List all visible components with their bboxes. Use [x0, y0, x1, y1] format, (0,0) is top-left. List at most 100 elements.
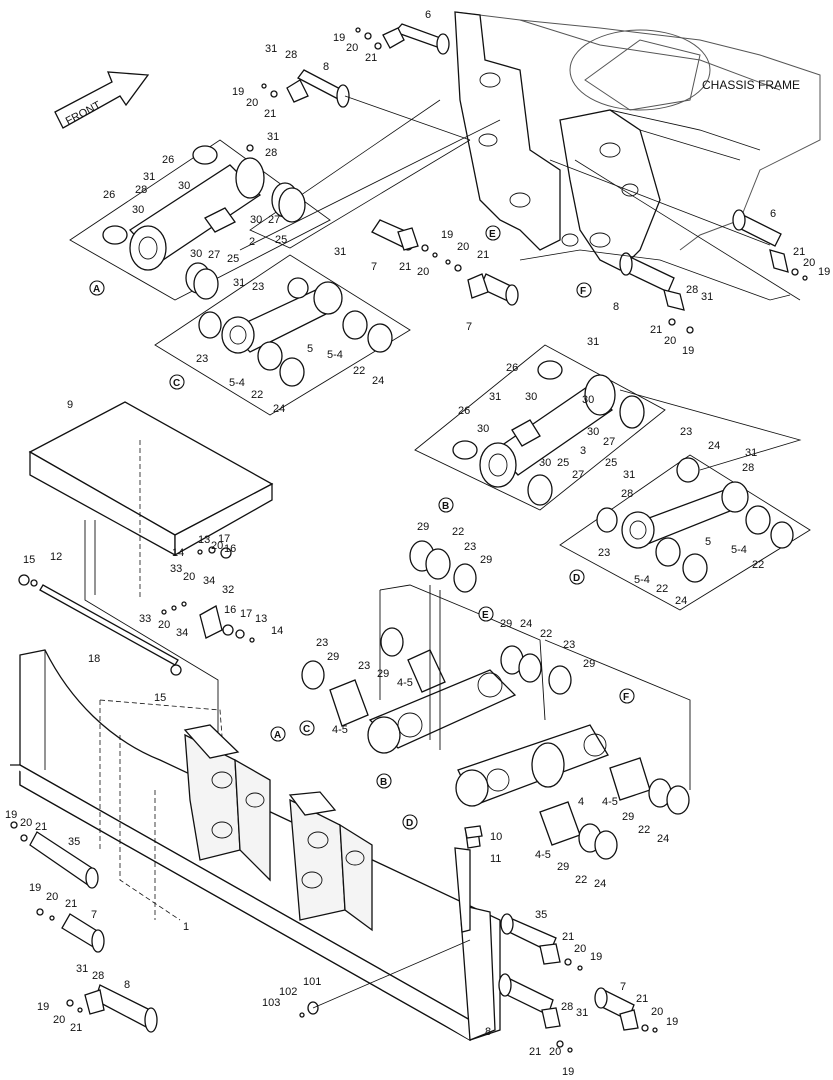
part-number-label: 20	[183, 571, 195, 583]
chassis-frame-label: CHASSIS FRAME	[702, 78, 800, 92]
part-number-label: 22	[656, 583, 668, 595]
callout-f-top: F	[576, 282, 592, 298]
part-number-label: 19	[37, 1001, 49, 1013]
part-number-label: 28	[92, 970, 104, 982]
part-number-label: 29	[500, 618, 512, 630]
part-number-label: 20	[20, 817, 32, 829]
part-number-label: 19	[29, 882, 41, 894]
part-number-label: 18	[88, 653, 100, 665]
part-number-label: 24	[273, 403, 285, 415]
part-number-label: 19	[5, 809, 17, 821]
part-number-label: 35	[68, 836, 80, 848]
part-number-label: 23	[563, 639, 575, 651]
svg-text:C: C	[303, 724, 310, 735]
part-number-label: 31	[576, 1007, 588, 1019]
callout-a-top: A	[89, 280, 105, 296]
part-number-label: 20	[664, 335, 676, 347]
part-number-label: 21	[70, 1022, 82, 1034]
part-number-label: 31	[267, 131, 279, 143]
part-number-label: 20	[158, 619, 170, 631]
part-number-label: 33	[170, 563, 182, 575]
callout-d-blade: D	[402, 814, 418, 830]
part-number-label: 20	[46, 891, 58, 903]
blade-1	[10, 649, 501, 1042]
part-number-label: 22	[752, 559, 764, 571]
part-number-label: 20	[53, 1014, 65, 1026]
callout-b-blade: B	[376, 773, 392, 789]
callouts: A C E F B D E F	[89, 225, 635, 830]
link-5-assembly-d	[559, 454, 811, 611]
part-number-label: 31	[233, 277, 245, 289]
part-number-label: 31	[489, 391, 501, 403]
part-number-label: 7	[466, 321, 472, 333]
part-number-label: 22	[638, 824, 650, 836]
part-number-label: 29	[377, 668, 389, 680]
part-number-label: 24	[708, 440, 720, 452]
chassis-frame: CHASSIS FRAME	[454, 11, 821, 271]
part-number-label: 28	[742, 462, 754, 474]
pin-group-top	[261, 23, 808, 334]
part-number-label: 6	[425, 9, 431, 21]
part-number-label: 5	[307, 343, 313, 355]
part-number-label: 4	[578, 796, 584, 808]
part-number-label: 7	[91, 909, 97, 921]
part-number-label: 21	[477, 249, 489, 261]
part-number-label: 25	[557, 457, 569, 469]
part-number-label: 21	[650, 324, 662, 336]
part-number-label: 29	[480, 554, 492, 566]
part-number-label: 5-4	[634, 574, 650, 586]
svg-text:C: C	[173, 378, 180, 389]
part-number-label: 31	[76, 963, 88, 975]
part-number-label: 5	[705, 536, 711, 548]
part-number-label: 30	[539, 457, 551, 469]
part-number-label: 19	[441, 229, 453, 241]
part-number-label: 31	[587, 336, 599, 348]
part-number-label: 32	[222, 584, 234, 596]
part-number-label: 9	[67, 399, 73, 411]
part-number-label: 27	[268, 214, 280, 226]
part-number-label: 7	[371, 261, 377, 273]
part-number-label: 28	[265, 147, 277, 159]
leader-lines-top	[239, 95, 802, 471]
part-number-label: 20	[549, 1046, 561, 1058]
part-number-label: 20	[417, 266, 429, 278]
svg-text:E: E	[482, 610, 489, 621]
part-number-label: 35	[535, 909, 547, 921]
part-number-label: 28	[285, 49, 297, 61]
part-number-label: 26	[458, 405, 470, 417]
link-5-assembly-c	[154, 254, 411, 416]
part-number-label: 24	[372, 375, 384, 387]
part-number-label: 21	[529, 1046, 541, 1058]
cylinder-3-assembly	[414, 344, 666, 511]
part-number-label: 24	[520, 618, 532, 630]
part-number-label: 26	[162, 154, 174, 166]
part-number-label: 16	[224, 604, 236, 616]
part-number-label: 6	[770, 208, 776, 220]
part-number-label: 31	[623, 469, 635, 481]
callout-e-top: E	[485, 225, 501, 241]
part-number-label: 31	[334, 246, 346, 258]
pin-group-bottom	[10, 821, 658, 1053]
part-number-label: 19	[562, 1066, 574, 1078]
part-number-label: 13	[198, 534, 210, 546]
part-number-label: 4-5	[332, 724, 348, 736]
cover-9	[28, 401, 274, 760]
svg-text:D: D	[573, 573, 580, 584]
part-number-label: 29	[557, 861, 569, 873]
part-number-label: 25	[275, 234, 287, 246]
part-number-label: 21	[793, 246, 805, 258]
part-number-label: 22	[540, 628, 552, 640]
part-number-label: 30	[582, 394, 594, 406]
part-number-label: 19	[682, 345, 694, 357]
part-number-label: 20	[346, 42, 358, 54]
part-number-label: 31	[745, 447, 757, 459]
part-number-label: 30	[587, 426, 599, 438]
part-number-label: 101	[303, 976, 321, 988]
part-number-label: 5-4	[327, 349, 343, 361]
part-number-label: 27	[572, 469, 584, 481]
part-number-label: 24	[594, 878, 606, 890]
part-number-label: 33	[139, 613, 151, 625]
part-number-label: 22	[353, 365, 365, 377]
part-number-label: 23	[196, 353, 208, 365]
